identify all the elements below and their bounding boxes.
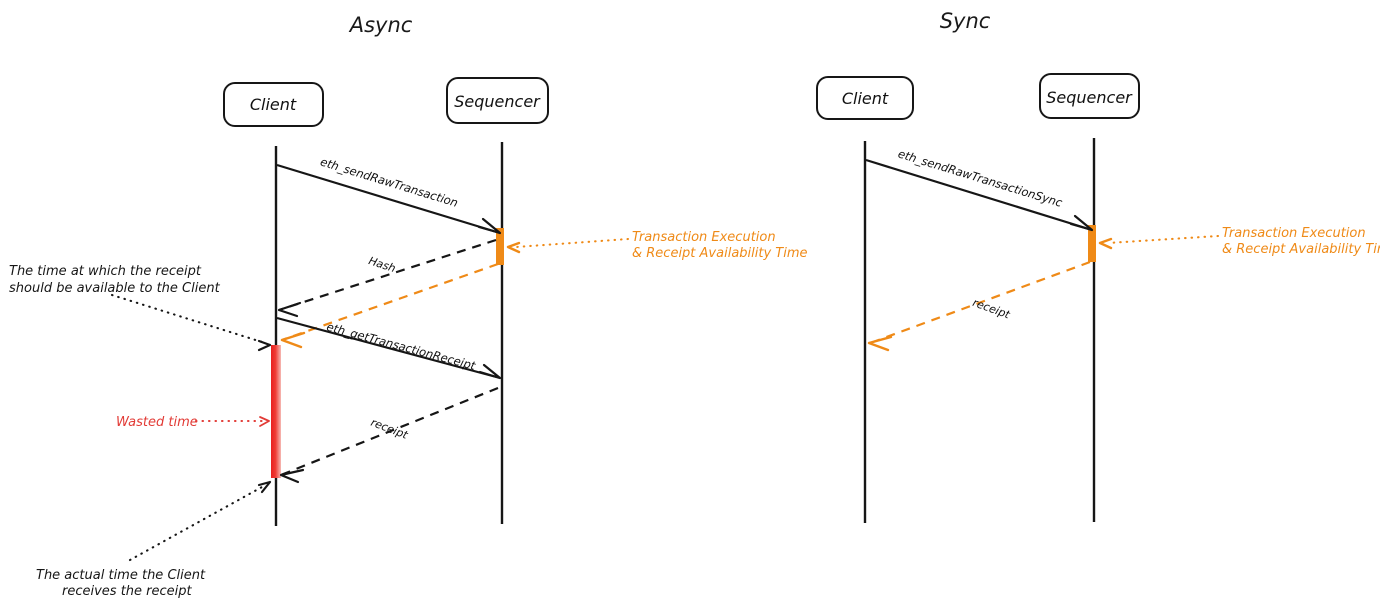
- message-receipt-async[interactable]: receipt: [279, 386, 499, 484]
- panel-sync: Sync Client Sequencer eth_sendRawTransac…: [816, 9, 1380, 523]
- participant-box-sequencer-sync-rect: [1039, 73, 1140, 119]
- arrowhead-send-raw-tx: [477, 217, 502, 235]
- message-hash[interactable]: Hash: [277, 238, 497, 318]
- annotation-should-be-available-line2: should be available to the Client: [9, 281, 221, 296]
- annotation-should-be-available: The time at which the receipt should be …: [9, 264, 272, 352]
- annotation-exec-time-async-line1: Transaction Execution: [632, 230, 776, 245]
- arrowhead-receipt-async: [279, 468, 305, 484]
- participant-label-client-async: Client: [250, 95, 297, 114]
- participant-label-sequencer-sync: Sequencer: [1046, 88, 1133, 107]
- message-get-tx-receipt[interactable]: eth_getTransactionReceipt: [276, 316, 502, 380]
- participant-label-sequencer-async: Sequencer: [454, 92, 541, 111]
- annotation-wasted-time: Wasted time: [116, 415, 270, 430]
- message-label-get-tx-receipt: eth_getTransactionReceipt: [325, 320, 477, 373]
- annotation-exec-time-sync-line1: Transaction Execution: [1222, 226, 1366, 241]
- arrowhead-exec-time-sync: [1098, 237, 1113, 250]
- arrowhead-receipt-availability-async: [280, 331, 306, 349]
- annotation-should-be-available-line1: The time at which the receipt: [9, 264, 202, 279]
- message-receipt-sync[interactable]: receipt: [867, 260, 1091, 352]
- annotation-exec-time-sync-line2: & Receipt Availability Time: [1222, 242, 1380, 257]
- participant-box-client-sync[interactable]: Client: [816, 76, 914, 120]
- activation-bar-execution-sync: [1088, 225, 1096, 262]
- participant-label-client-sync: Client: [842, 89, 889, 108]
- arrowhead-exec-time-async: [506, 241, 521, 254]
- arrowhead-get-tx-receipt: [478, 363, 502, 380]
- panel-async: Async Client Sequencer: [9, 13, 808, 599]
- arrowhead-should-be-available: [257, 339, 272, 352]
- panel-title-async: Async: [348, 13, 413, 37]
- arrowhead-wasted-time: [259, 416, 270, 427]
- message-send-raw-tx[interactable]: eth_sendRawTransaction: [276, 155, 502, 235]
- arrowhead-send-raw-tx-sync: [1069, 214, 1094, 232]
- message-label-receipt-sync: receipt: [971, 296, 1012, 322]
- activation-bar-execution-async: [496, 228, 504, 265]
- receipt-availability-marker-async: [280, 262, 499, 349]
- message-label-send-raw-tx: eth_sendRawTransaction: [319, 155, 460, 210]
- participant-box-client-async[interactable]: Client: [223, 82, 324, 127]
- annotation-actual-time: The actual time the Client receives the …: [36, 480, 272, 599]
- annotation-actual-time-line1: The actual time the Client: [36, 568, 206, 583]
- arrowhead-receipt-sync: [867, 335, 893, 352]
- annotation-exec-time-async: Transaction Execution & Receipt Availabi…: [506, 230, 808, 261]
- annotation-wasted-time-label: Wasted time: [116, 415, 198, 430]
- participant-box-client-sync-rect: [816, 76, 914, 120]
- message-send-raw-tx-sync[interactable]: eth_sendRawTransactionSync: [865, 146, 1094, 232]
- arrowhead-hash: [277, 301, 302, 318]
- participant-box-sequencer-async-rect: [446, 77, 549, 124]
- activation-bar-wasted-time: [271, 345, 281, 478]
- message-label-hash: Hash: [367, 254, 397, 275]
- participant-box-client-async-rect: [223, 82, 324, 127]
- participant-box-sequencer-async[interactable]: Sequencer: [446, 77, 549, 124]
- panel-title-sync: Sync: [940, 9, 991, 33]
- arrowhead-actual-time: [257, 480, 272, 494]
- annotation-exec-time-sync: Transaction Execution & Receipt Availabi…: [1098, 226, 1380, 257]
- participant-box-sequencer-sync[interactable]: Sequencer: [1039, 73, 1140, 119]
- annotation-exec-time-async-line2: & Receipt Availability Time: [632, 246, 808, 261]
- annotation-actual-time-line2: receives the receipt: [62, 584, 193, 599]
